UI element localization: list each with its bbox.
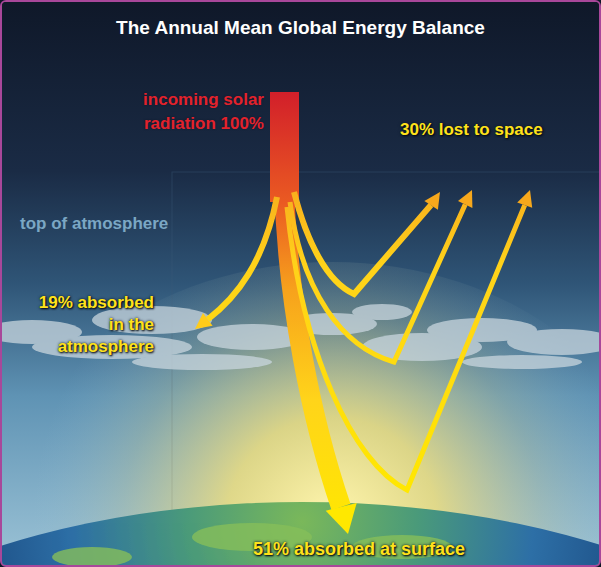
- diagram-title: The Annual Mean Global Energy Balance: [2, 16, 599, 40]
- incoming-label: incoming solar radiation 100%: [88, 88, 264, 136]
- atmosphere-top-label: top of atmosphere: [20, 213, 220, 235]
- surface-label: 51% absorbed at surface: [142, 538, 576, 560]
- space-label: 30% lost to space: [400, 119, 590, 141]
- atmosphere-absorbed-label: 19% absorbed in the atmosphere: [20, 292, 154, 358]
